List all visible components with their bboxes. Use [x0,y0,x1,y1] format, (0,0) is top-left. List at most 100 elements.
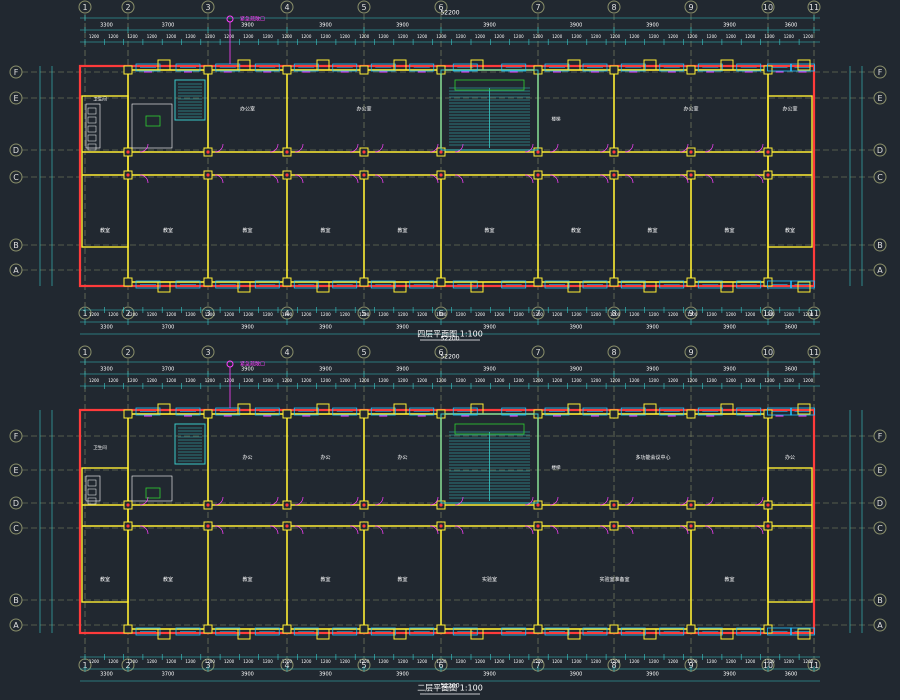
p1-column-mark [612,173,616,177]
p2-dim-text-top: 1200 [456,378,467,383]
p1-column-mark [126,150,130,154]
p2-window-north [370,407,396,416]
p1-axis-bubble-top-5 [357,0,371,14]
p1-pilaster-n [720,59,734,71]
p2-dim-text-bot: 1200 [784,659,795,664]
p2-bay-dim-8: 3900 [723,367,736,373]
p1-dim-text-top: 1200 [243,34,254,39]
p1-row-bubble-right-1-label: E [877,94,882,103]
p1-room-south-0: 教室 [100,227,110,234]
p1-column-mark [439,173,443,177]
p1-dim-text-bot: 1200 [687,312,698,317]
p2-pilaster-s [393,628,407,640]
p1-row-bubble-left-2-label: D [13,146,19,155]
p1-toilet-fixture [87,143,97,151]
p1-column [203,65,213,75]
p1-axis-bubble-top-8 [607,0,621,14]
p2-row-bubble-left-5 [9,618,23,632]
p2-door-arc-north [349,496,359,506]
p2-dim-text-top: 1200 [552,378,563,383]
p2-dim-text-bot: 1200 [649,659,660,664]
p1-dim-text-top: 1200 [456,34,467,39]
p2-dim-text-bot: 1200 [340,659,351,664]
p2-dim-text-top: 1200 [301,378,312,383]
p2-dim-text-bot: 1200 [436,659,447,664]
p1-row-bubble-left-4 [9,238,23,252]
p2-door-arc-north [294,496,304,506]
p1-toilet-block [85,103,101,149]
p2-column [123,624,133,634]
p1-dim-text-top: 1200 [687,34,698,39]
p1-window-north [736,63,762,72]
p1-pilaster-s [567,281,581,293]
p1-window-south [409,280,435,289]
p2-column [359,409,369,419]
p2-row-bubble-right-2-label: D [877,499,883,508]
p1-row-bubble-left-2 [9,143,23,157]
p2-room-north-3: 多功能会议中心 [635,454,670,461]
p1-row-bubble-right-3 [873,170,887,184]
p1-dim-text-bot: 1200 [301,312,312,317]
p2-dim-text-top: 1200 [591,378,602,383]
p1-axis-bubble-bottom-8-label: 8 [611,309,616,318]
p1-dim-text-top: 1200 [591,34,602,39]
p1-pilaster-n [157,59,171,71]
p2-row-bubble-left-2-label: D [13,499,19,508]
p1-axis-bubble-top-11-label: 11 [809,3,819,12]
p2-dim-text-bot: 1200 [89,659,100,664]
p1-dim-text-top: 1200 [649,34,660,39]
p2-room-north-2: 办公 [397,454,407,461]
p1-side-right: 办公室 [782,106,797,113]
p2-axis-bubble-top-4 [280,345,294,359]
p2-column-mark [206,503,210,507]
p2-axis-bubble-top-6 [434,345,448,359]
p1-bay-dim-bot-6: 3900 [570,325,583,331]
p1-dim-text-bot: 1200 [359,312,370,317]
p1-room-south-6: 教室 [571,227,581,234]
p1-dim-text-top: 1200 [147,34,158,39]
p1-bay-dim-bot-0: 3300 [100,325,113,331]
p2-row-bubble-left-4 [9,593,23,607]
p2-dim-text-bot: 1200 [803,659,814,664]
p1-window-south [544,280,570,289]
p2-dim-text-bot: 1200 [359,659,370,664]
p1-bay-dim-bot-7: 3900 [646,325,659,331]
p1-pilaster-n [393,59,407,71]
p1-dim-text-top: 1200 [378,34,389,39]
p2-title: 二层平面图 1:100 [417,684,483,693]
p2-dim-text-bot: 1200 [456,659,467,664]
p2-window-south [501,627,527,636]
p1-dim-text-bot: 1200 [89,312,100,317]
p2-axis-bubble-top-10 [761,345,775,359]
p2-column [609,409,619,419]
p1-window-north [254,63,280,72]
p1-column-mark [689,173,693,177]
p2-column-mark [206,524,210,528]
p2-door-arc-north [269,496,279,506]
p1-title: 四层平面图 1:100 [417,330,483,339]
p2-pilaster-n [316,403,330,415]
p1-bay-dim-bot-2: 3900 [241,325,254,331]
p2-row-bubble-right-5 [873,618,887,632]
p1-window-south [620,280,646,289]
p1-toilet-fixture [87,134,97,142]
p1-overall-dim-bot: 52200 [440,336,459,343]
p2-dim-text-bot: 1200 [185,659,196,664]
p1-row-bubble-right-2-label: D [877,146,883,155]
p2-dim-text-top: 1200 [378,378,389,383]
p2-column-mark [612,503,616,507]
p2-axis-bubble-top-1 [78,345,92,359]
p1-column [609,277,619,287]
p1-dim-text-top: 1200 [726,34,737,39]
p1-room-north-2: 办公室 [683,106,698,113]
p1-axis-bubble-bottom-11-label: 11 [809,309,819,318]
p1-dim-text-bot: 1200 [417,312,428,317]
p2-bay-dim-bot-9: 3600 [785,672,798,678]
p2-door-arc-south [214,525,224,535]
p2-row-bubble-right-0-label: F [878,432,883,441]
p2-dim-text-top: 1200 [243,378,254,383]
p2-door-arc-south [599,525,609,535]
p2-bay-dim-bot-3: 3900 [319,672,332,678]
p2-door-arc-north [549,496,559,506]
